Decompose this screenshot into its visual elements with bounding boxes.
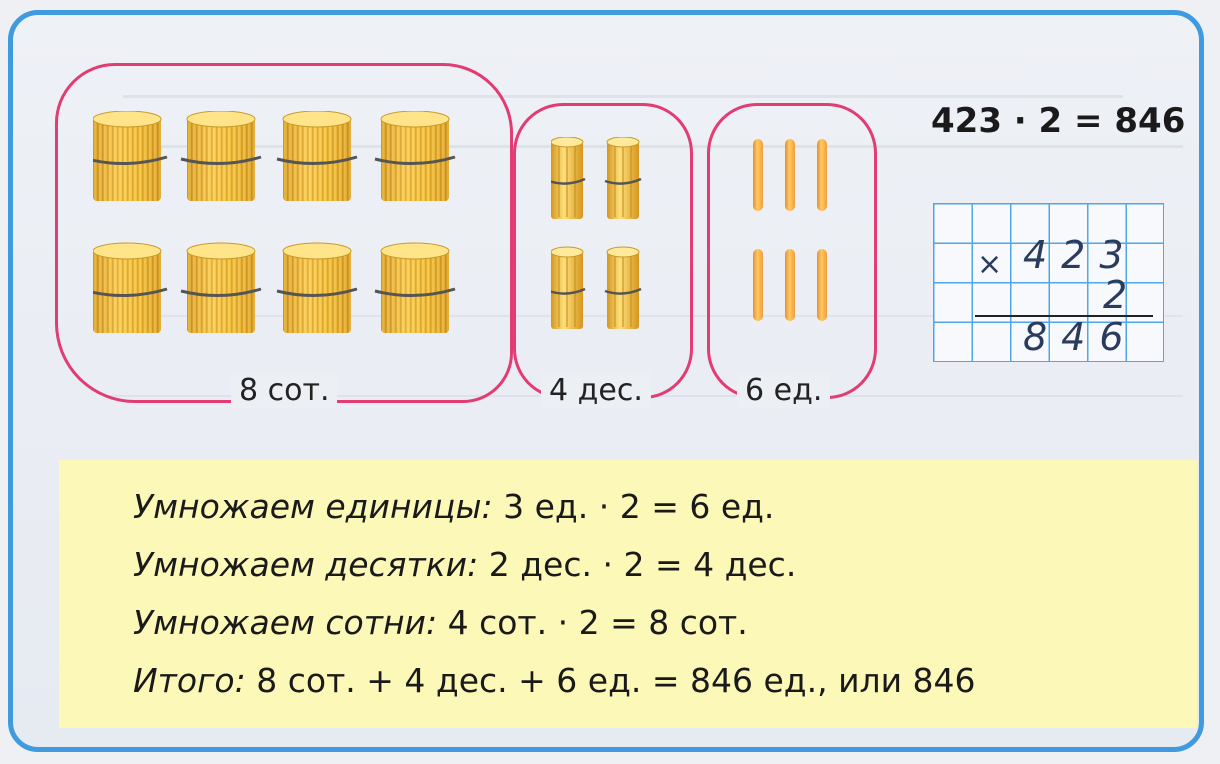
- step-total: Итого: 8 сот. + 4 дес. + 6 ед. = 846 ед.…: [133, 661, 976, 700]
- ones-label: 6 ед.: [737, 373, 831, 408]
- hundreds-bundles-icon: [93, 111, 457, 335]
- stick-icon: [785, 139, 795, 211]
- step-lead: Итого:: [133, 661, 246, 700]
- stick-icon: [785, 249, 795, 321]
- step-lead: Умножаем единицы:: [133, 487, 493, 526]
- step-text: 2 дес. · 2 = 4 дес.: [488, 545, 797, 584]
- stick-icon: [817, 249, 827, 321]
- figure-frame: 8 сот. 4 дес. 6 ед.: [8, 10, 1204, 752]
- tens-label: 4 дес.: [541, 373, 651, 408]
- multiply-sign: ×: [977, 247, 1017, 282]
- step-text: 3 ед. · 2 = 6 ед.: [503, 487, 775, 526]
- step-text: 4 сот. · 2 = 8 сот.: [447, 603, 748, 642]
- column-calc-grid: [933, 203, 1164, 362]
- result-line: [975, 315, 1153, 317]
- step-tens: Умножаем десятки: 2 дес. · 2 = 4 дес.: [133, 545, 796, 584]
- stick-icon: [753, 249, 763, 321]
- step-hundreds: Умножаем сотни: 4 сот. · 2 = 8 сот.: [133, 603, 748, 642]
- multiplier: 2: [1103, 273, 1142, 317]
- equation: 423 · 2 = 846: [931, 101, 1186, 141]
- step-lead: Умножаем сотни:: [133, 603, 438, 642]
- step-text: 8 сот. + 4 дес. + 6 ед. = 846 ед., или 8…: [256, 661, 976, 700]
- product: 846: [1023, 315, 1138, 359]
- step-lead: Умножаем десятки:: [133, 545, 479, 584]
- step-ones: Умножаем единицы: 3 ед. · 2 = 6 ед.: [133, 487, 774, 526]
- multiplicand: 423: [1023, 233, 1138, 277]
- tens-bundles-icon: [551, 137, 643, 331]
- hundreds-label: 8 сот.: [231, 373, 338, 408]
- stick-icon: [817, 139, 827, 211]
- stick-icon: [753, 139, 763, 211]
- explanation-box: [59, 460, 1197, 728]
